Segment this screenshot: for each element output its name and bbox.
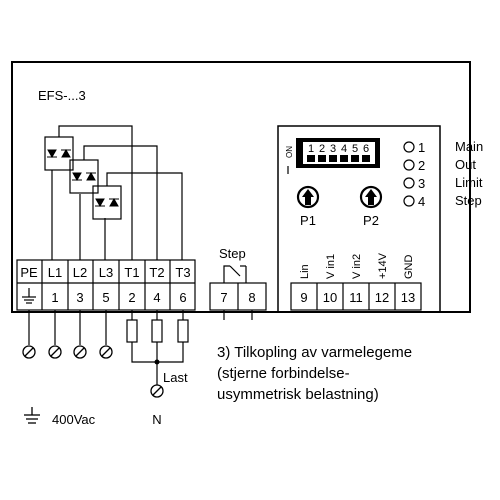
ground-icon [24,407,40,424]
potentiometer-p2-knob [359,185,383,209]
device-label: EFS-...3 [38,88,86,103]
supply-wiring [28,310,253,345]
note-line-2: (stjerne forbindelse- [217,365,350,382]
control-panel [277,125,441,313]
led-label-main: Main [455,139,483,154]
terminal-label-t2: T2 [149,265,164,280]
potentiometer-p2-label: P2 [363,213,379,228]
neutral-connector [150,384,164,398]
terminal-label-t1: T1 [124,265,139,280]
supply-terminal-connectors [22,345,113,359]
terminal-number-2: 2 [128,290,135,305]
neutral-label: N [152,412,161,427]
note-line-1: 3) Tilkopling av varmelegeme [217,344,412,361]
potentiometer-p1-label: P1 [300,213,316,228]
dip-number-1: 1 [308,143,314,155]
terminal-number-9: 9 [300,290,307,305]
dip-number-2: 2 [319,143,325,155]
terminal-label-pe: PE [20,265,38,280]
terminal-number-8: 8 [248,290,255,305]
terminal-number-1: 1 [51,290,58,305]
potentiometer-p1-knob [296,185,320,209]
led-number-4: 4 [418,194,425,209]
led-label-out: Out [455,157,476,172]
led-number-3: 3 [418,176,425,191]
potentiometer-p1[interactable]: P1 [296,185,320,228]
step-title: Step [219,246,246,261]
star-point-dot [154,359,160,365]
dip-switch[interactable]: ON 1 2 3 4 5 6 [285,138,380,174]
led-2-icon [403,159,415,171]
potentiometer-p2[interactable]: P2 [359,185,383,228]
dip-number-6: 6 [363,143,369,155]
arrow-up-icon [365,189,377,205]
signal-label-gnd: GND [403,255,415,280]
signal-label-vin1: V in1 [325,254,337,279]
led-number-2: 2 [418,158,425,173]
terminal-number-11: 11 [349,290,363,305]
terminal-number-3: 3 [76,290,83,305]
signal-terminal-block [290,282,422,311]
terminal-number-6: 6 [179,290,186,305]
led-number-1: 1 [418,140,425,155]
thyristor-network [44,125,183,260]
dip-number-5: 5 [352,143,358,155]
terminal-label-l3: L3 [99,265,113,280]
led-label-limit: Limit [455,175,483,190]
arrow-up-icon [302,189,314,205]
terminal-number-7: 7 [220,290,227,305]
led-1-icon [403,141,415,153]
supply-label: 400Vac [52,412,96,427]
dip-on-label: ON [285,146,294,158]
terminal-label-l2: L2 [73,265,87,280]
terminal-number-5: 5 [102,290,109,305]
note-line-3: usymmetrisk belastning) [217,386,379,403]
step-relay-contact [209,265,267,311]
signal-label-14v: +14V [377,252,389,279]
terminal-number-10: 10 [323,290,337,305]
terminal-number-4: 4 [153,290,160,305]
load-label: Last [163,370,188,385]
terminal-number-12: 12 [375,290,389,305]
thyristor-symbols [47,148,119,208]
signal-label-vin2: V in2 [351,254,363,279]
controller-housing [11,61,471,313]
dip-number-4: 4 [341,143,347,155]
led-4-icon [403,195,415,207]
signal-label-lin: Lin [299,264,311,279]
led-indicators [403,141,415,207]
terminal-number-13: 13 [401,290,415,305]
terminal-label-l1: L1 [48,265,62,280]
led-3-icon [403,177,415,189]
terminal-label-t3: T3 [175,265,190,280]
ground-symbol-terminal [22,288,36,304]
dip-number-3: 3 [330,143,336,155]
led-label-step: Step [455,193,482,208]
dip-levers [307,155,370,162]
